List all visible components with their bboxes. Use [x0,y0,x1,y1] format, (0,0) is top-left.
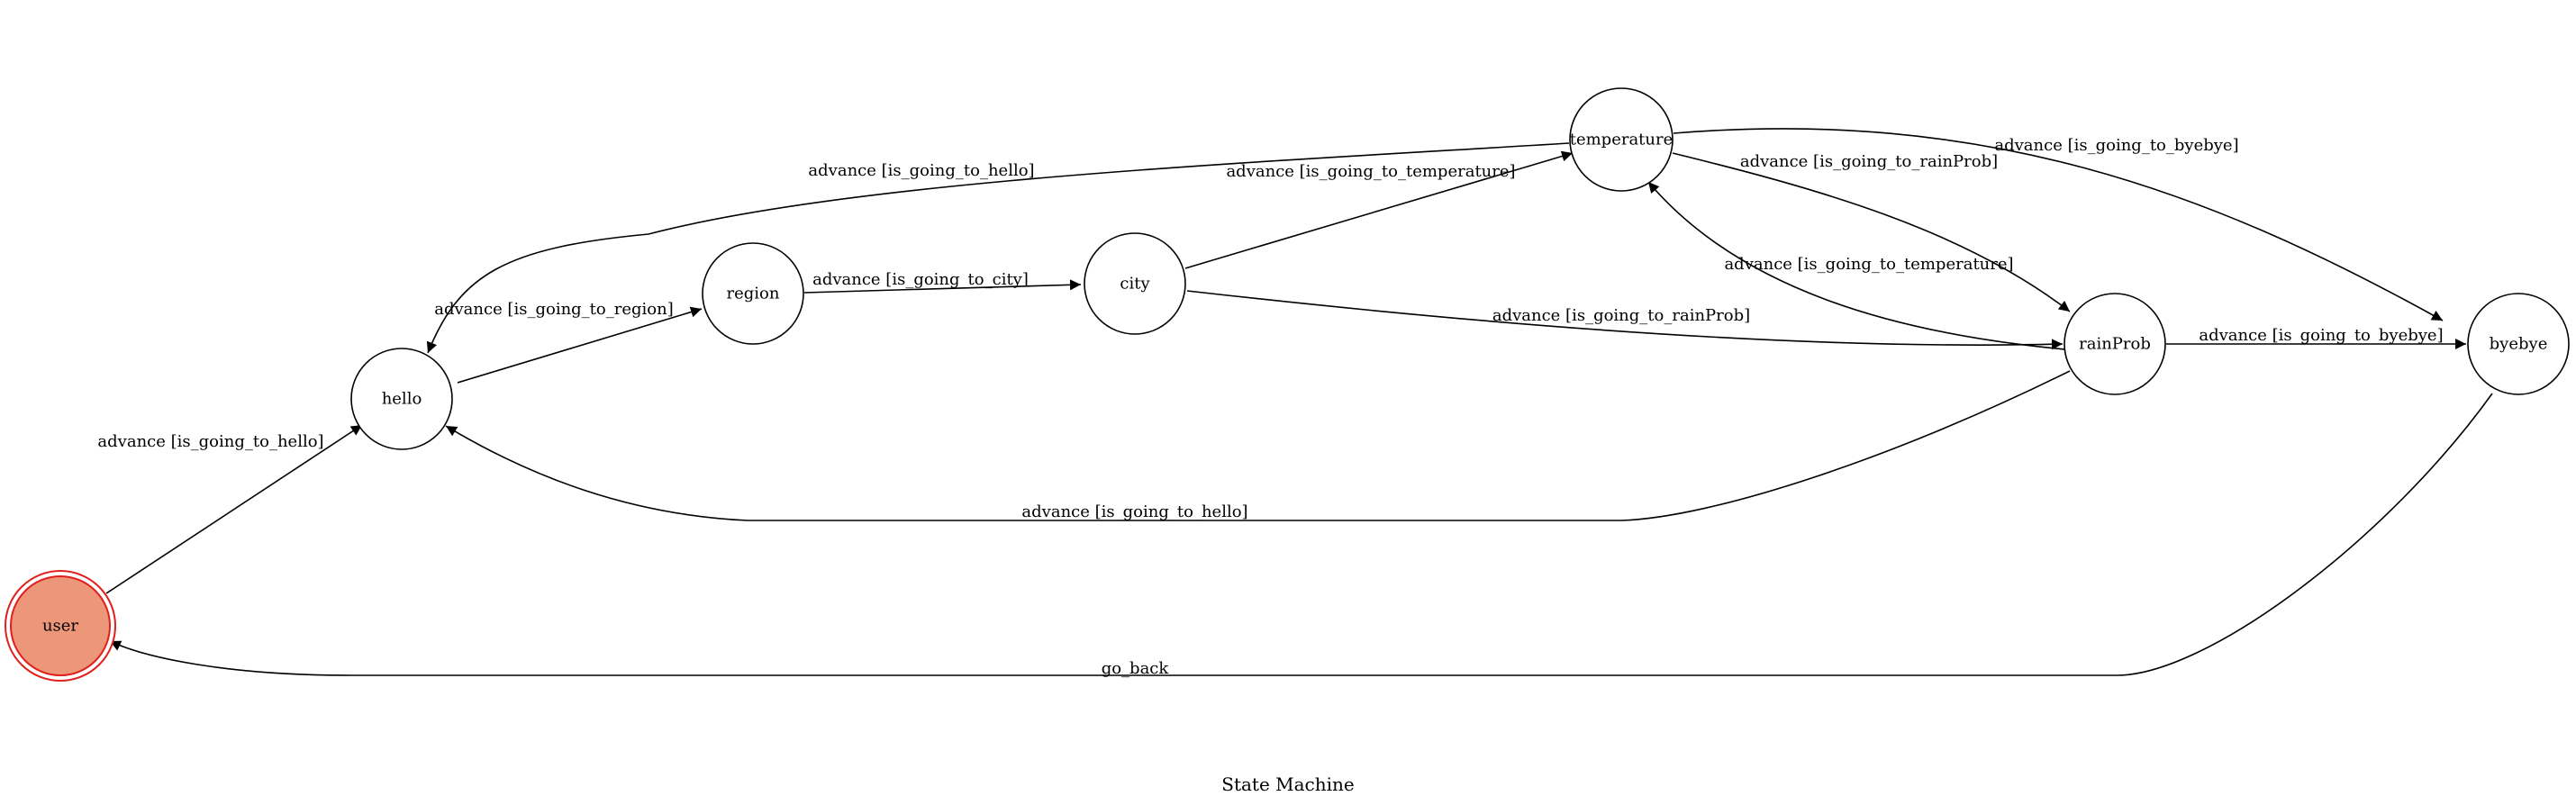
edge-byebye-to-user: go_back [109,393,2493,678]
state-city[interactable]: city [1084,232,1186,335]
edge-rainProb-to-hello: advance [is_going_to_hello] [445,370,2071,521]
diagram-caption: State Machine [1221,773,1355,795]
state-user[interactable]: user [5,570,116,682]
state-circle [702,242,804,345]
edge-label: advance [is_going_to_city] [812,270,1029,289]
edge-city-to-rainProb: advance [is_going_to_rainProb] [1186,290,2064,350]
edge-city-to-temperature: advance [is_going_to_temperature] [1184,150,1574,269]
state-label: user [42,617,78,636]
edge-label: advance [is_going_to_temperature] [1226,162,1515,181]
state-circle [2467,293,2570,395]
state-temperature[interactable]: temperature [1569,87,1673,192]
edge-temperature-to-rainProb: advance [is_going_to_rainProb] [1672,152,2071,312]
edge-label: advance [is_going_to_region] [434,300,674,319]
edge-label: advance [is_going_to_byebye] [1994,136,2238,155]
edge-label: advance [is_going_to_hello] [808,161,1034,180]
edge-temperature-to-byebye: advance [is_going_to_byebye] [1673,128,2444,321]
edge-label: advance [is_going_to_hello] [1021,502,1247,521]
state-label: rainProb [2079,335,2151,354]
state-label: region [727,285,780,303]
state-label: byebye [2490,335,2548,354]
edge-label: advance [is_going_to_hello] [97,432,323,451]
edge-label: advance [is_going_to_temperature] [1724,255,2013,274]
initial-state-circle [10,575,111,676]
edge-user-to-hello: advance [is_going_to_hello] [97,424,363,594]
state-hello[interactable]: hello [350,348,453,450]
edge-label: advance [is_going_to_rainProb] [1740,152,1998,171]
state-circle [1569,87,1673,192]
edge-label: advance [is_going_to_rainProb] [1492,306,1750,325]
edge-hello-to-region: advance [is_going_to_region] [434,300,703,384]
states: user hello region city temperature rainP… [5,87,2570,682]
edge-label: advance [is_going_to_byebye] [2199,326,2443,345]
state-circle [2064,293,2166,395]
state-byebye[interactable]: byebye [2467,293,2570,395]
edge-label: go_back [1102,659,1170,678]
transitions: advance [is_going_to_hello] advance [is_… [97,128,2493,678]
state-label: city [1120,275,1150,294]
state-label: hello [382,390,422,409]
state-circle [1084,232,1186,335]
state-region[interactable]: region [702,242,804,345]
edge-rainProb-to-temperature: advance [is_going_to_temperature] [1647,181,2066,350]
state-circle [350,348,453,450]
edge-rainProb-to-byebye: advance [is_going_to_byebye] [2166,326,2466,349]
state-rainProb[interactable]: rainProb [2064,293,2166,395]
edge-temperature-to-hello: advance [is_going_to_hello] [426,142,1570,354]
state-label: temperature [1570,131,1673,149]
edge-region-to-city: advance [is_going_to_city] [803,270,1082,294]
